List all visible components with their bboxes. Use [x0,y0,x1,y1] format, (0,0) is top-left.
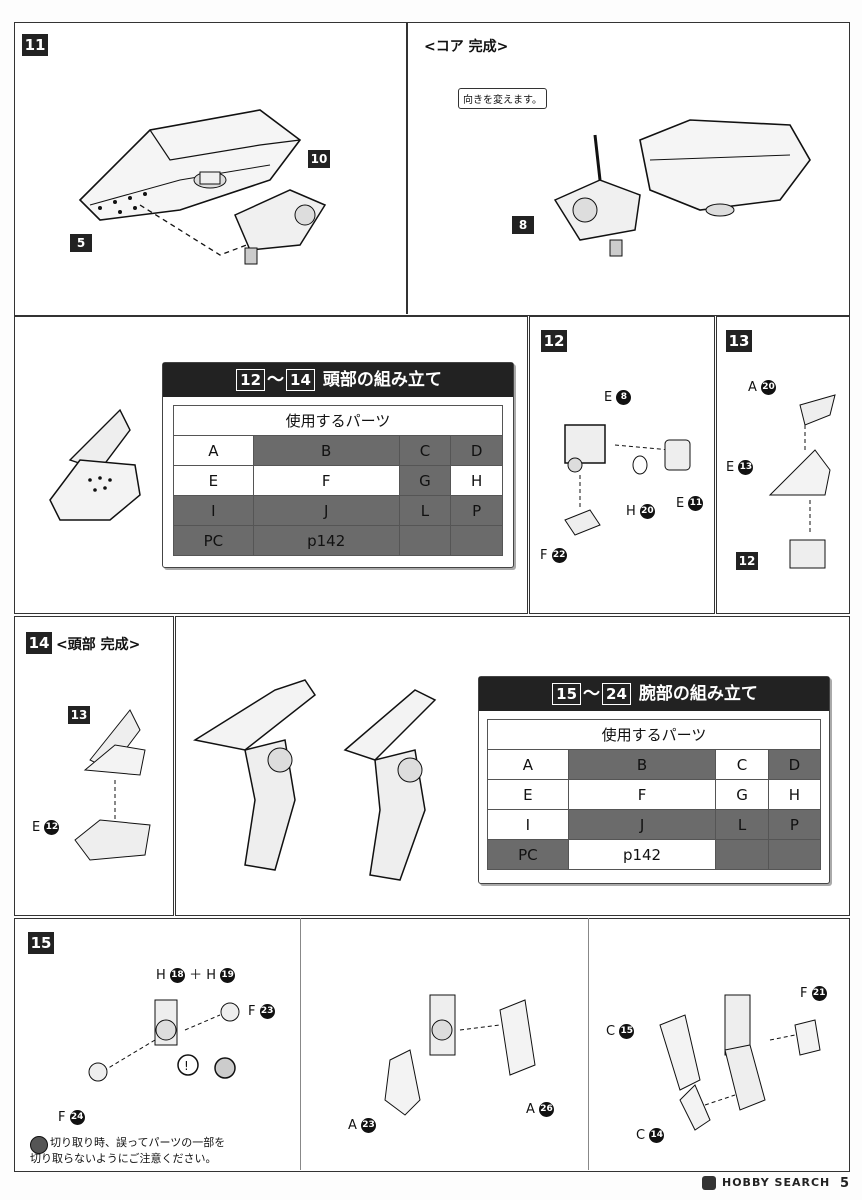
part-cell: P [450,495,503,526]
part-cell: L [398,495,452,526]
part-cell: p142 [252,525,400,556]
part-cell: J [252,495,400,526]
head-preview-sketch [49,408,141,521]
parts-table-header: 15～24 腕部の組み立て [479,677,829,711]
part-label-f21: F 21 [800,986,827,1001]
parts-grid: 使用するパーツ A B C D E F G H I J L P PC p142 [487,719,822,870]
hobby-search-logo [702,1176,716,1190]
part-label-e11: E 11 [676,496,704,511]
rotate-note-bubble: 向きを変えます。 [458,88,547,109]
page-number: 5 [840,1176,851,1191]
part-cell: C [715,749,769,780]
part-label-h20: H 20 [626,504,655,519]
part-cell: PC [173,525,254,556]
part-cell: G [398,465,452,496]
part-cell: E [487,779,569,810]
step-number: 12 [541,330,567,352]
core-assembly-sketch [78,109,327,265]
part-cell: J [567,809,717,840]
caution-note-line2: 切り取らないようにご注意ください。 [30,1152,217,1165]
caution-icon [30,1136,48,1154]
callout-5: 5 [70,234,92,252]
part-cell [398,525,452,556]
part-cell: D [767,749,822,780]
part-label-a23: A 23 [348,1118,377,1133]
part-cell: I [173,495,254,526]
part-cell: H [767,779,822,810]
callout-13: 13 [68,706,90,724]
part-cell [450,525,503,556]
arms-preview-sketch [193,679,437,881]
step-15c-sketch [659,994,821,1131]
part-label-e13: E 13 [726,460,754,475]
step-number: 13 [726,330,752,352]
part-label-h18-h19: H 18 ＋ H 19 [156,968,236,983]
part-label-e12: E 12 [32,820,60,835]
step-number: 15 [28,932,54,954]
part-label-f24: F 24 [58,1110,85,1125]
part-cell: C [398,435,452,466]
panel-divider [300,918,301,1170]
part-label-f22: F 22 [540,548,567,563]
core-complete-title: <コア 完成> [424,39,509,55]
part-cell: F [252,465,400,496]
step-12-sketch [564,424,691,536]
part-cell: p142 [567,839,717,870]
parts-grid: 使用するパーツ A B C D E F G H I J L P PC p142 [173,405,503,556]
part-cell: I [487,809,569,840]
part-label-c15: C 15 [606,1024,635,1039]
panel-divider [406,22,408,314]
panel-divider [588,918,589,1170]
part-cell: B [252,435,400,466]
part-cell: PC [487,839,569,870]
core-complete-sketch [553,119,811,257]
head-parts-table: 12～14 頭部の組み立て 使用するパーツ A B C D E F G H I … [162,362,514,568]
part-label-c14: C 14 [636,1128,665,1143]
part-cell: D [450,435,503,466]
part-label-a26: A 26 [526,1102,555,1117]
step-13-sketch [768,394,836,569]
part-label-f23: F 23 [248,1004,275,1019]
part-label-a20: A 20 [748,380,777,395]
parts-subtitle: 使用するパーツ [173,405,503,436]
parts-subtitle: 使用するパーツ [487,719,821,750]
callout-12: 12 [736,552,758,570]
part-cell: H [450,465,503,496]
caution-note-line1: 切り取り時、誤ってパーツの一部を [50,1136,226,1149]
part-cell: A [173,435,254,466]
head-complete-title: <頭部 完成> [56,637,141,653]
part-cell: F [567,779,717,810]
step-number: 14 [26,632,52,654]
callout-10: 10 [308,150,330,168]
step-number: 11 [22,34,48,56]
part-label-e8: E 8 [604,390,632,405]
step-15a-sketch: ! [88,999,240,1082]
brand-watermark: HOBBY SEARCH [722,1176,831,1189]
step-14-sketch [74,709,151,861]
part-cell: L [715,809,769,840]
part-cell: E [173,465,254,496]
part-cell: P [767,809,822,840]
step-15b-sketch [384,994,536,1116]
part-cell: B [567,749,717,780]
arm-parts-table: 15～24 腕部の組み立て 使用するパーツ A B C D E F G H I … [478,676,830,884]
part-cell [767,839,822,870]
part-cell [715,839,769,870]
svg-text:!: ! [184,1059,189,1073]
callout-8: 8 [512,216,534,234]
parts-table-header: 12～14 頭部の組み立て [163,363,513,397]
part-cell: A [487,749,569,780]
part-cell: G [715,779,769,810]
